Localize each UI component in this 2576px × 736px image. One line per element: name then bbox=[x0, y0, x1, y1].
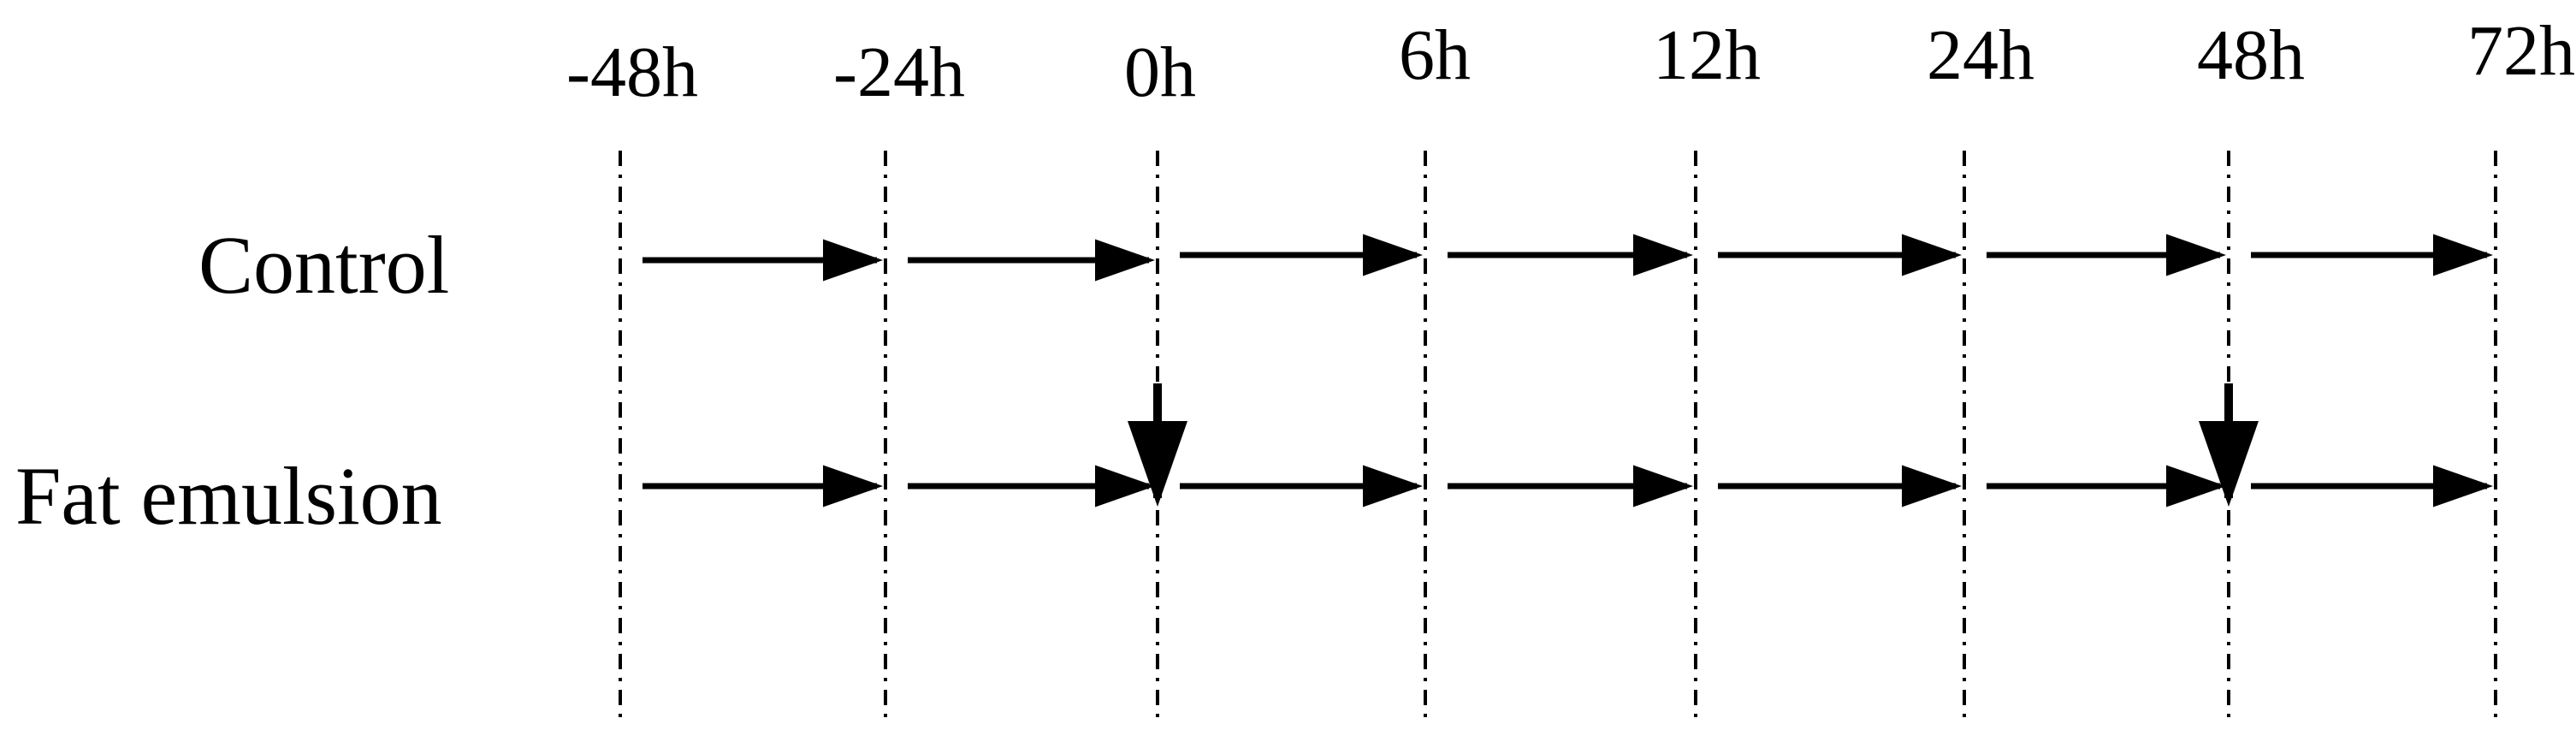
time-label-48h: 48h bbox=[2197, 15, 2305, 95]
time-label-0h: 0h bbox=[1124, 33, 1196, 112]
time-label-minus-48h: -48h bbox=[566, 33, 698, 112]
time-label-72h: 72h bbox=[2467, 11, 2575, 91]
row-label-fat-emulsion: Fat emulsion bbox=[15, 450, 442, 542]
row-label-control: Control bbox=[198, 219, 450, 311]
time-label-minus-24h: -24h bbox=[833, 33, 965, 112]
time-label-6h: 6h bbox=[1399, 15, 1471, 95]
time-label-12h: 12h bbox=[1653, 15, 1761, 95]
time-label-24h: 24h bbox=[1927, 15, 2034, 95]
